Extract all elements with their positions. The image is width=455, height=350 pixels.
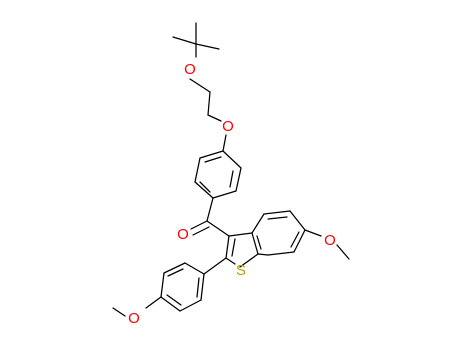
bond — [194, 157, 201, 183]
bond — [251, 232, 259, 255]
bond — [251, 213, 265, 234]
bond — [257, 253, 269, 256]
bond — [145, 296, 162, 309]
bond — [206, 197, 214, 222]
bond — [207, 91, 211, 116]
ether-oxygen-label: O — [184, 61, 196, 78]
bond — [336, 244, 350, 260]
upper-benzene-ring — [194, 150, 242, 199]
bond — [222, 150, 242, 169]
aromatic-inner-bond — [204, 156, 222, 163]
bond — [184, 262, 205, 275]
bond — [112, 307, 126, 317]
thiophene-ring — [225, 232, 259, 268]
ketone-group — [190, 197, 230, 237]
ethoxy-chain — [189, 78, 227, 152]
bond — [194, 181, 214, 199]
bond — [163, 262, 186, 274]
aromatic-inner-bond — [196, 277, 200, 298]
bond — [189, 78, 211, 93]
bond — [172, 36, 197, 45]
bond — [200, 273, 205, 301]
atom-labels: O O O O O S — [128, 61, 336, 327]
bond — [225, 235, 230, 259]
bond — [228, 232, 253, 237]
methoxy-oxygen-label: O — [324, 232, 336, 249]
sulfur-atom-label: S — [236, 262, 246, 279]
bond — [203, 257, 227, 275]
bond — [239, 253, 259, 268]
bond — [206, 220, 230, 237]
bond — [179, 299, 202, 312]
fused-benzene-ring — [251, 210, 306, 256]
bond — [195, 43, 220, 50]
bond — [207, 114, 222, 122]
right-methoxy-group — [304, 229, 350, 260]
bond — [263, 210, 291, 215]
tert-butyl-group — [172, 22, 220, 58]
bond — [160, 296, 181, 312]
bond — [235, 167, 242, 192]
bond — [289, 210, 306, 231]
bond — [199, 150, 224, 159]
bond — [231, 238, 236, 257]
bond — [267, 251, 295, 256]
left-methoxy-group — [112, 296, 162, 317]
bond — [225, 257, 236, 265]
lower-benzene-ring — [160, 257, 227, 312]
bond — [190, 220, 208, 230]
aromatic-inner-bond — [267, 216, 288, 220]
aromatic-inner-bond — [199, 181, 211, 193]
ether-oxygen-label: O — [222, 118, 234, 135]
bond — [222, 134, 227, 152]
aromatic-inner-bond — [229, 170, 234, 188]
bond — [212, 190, 237, 199]
bond — [293, 229, 306, 253]
aromatic-inner-bond — [256, 235, 262, 250]
aromatic-inner-bond — [167, 268, 184, 277]
bond — [192, 226, 210, 236]
bond — [160, 272, 165, 298]
carbonyl-oxygen-label: O — [177, 226, 189, 243]
methoxy-oxygen-label: O — [128, 310, 140, 327]
aromatic-inner-bond — [166, 294, 182, 306]
bond — [304, 229, 322, 237]
aromatic-inner-bond — [290, 231, 300, 248]
